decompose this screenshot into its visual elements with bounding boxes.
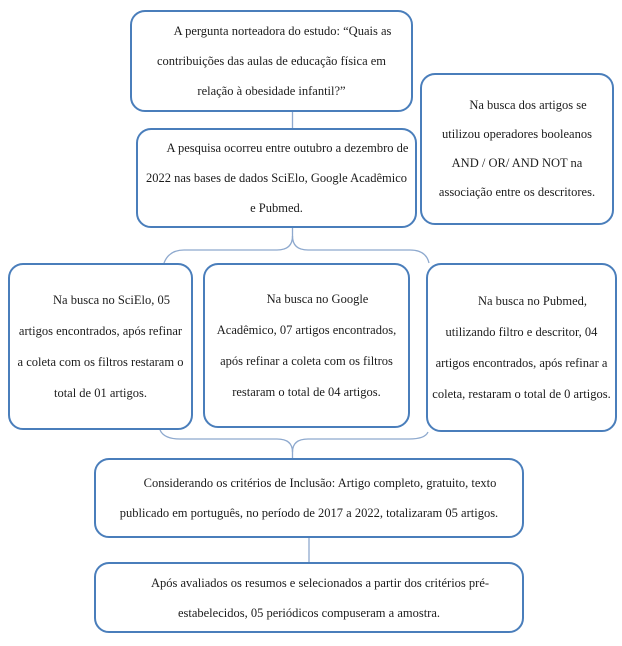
edge-period-pubmed [291, 235, 430, 264]
node-final-sample: Após avaliados os resumos e selecionados… [94, 562, 524, 633]
edge-period-scielo [163, 228, 294, 264]
edge-pubmed-inclusion [291, 431, 429, 453]
node-pubmed-results-text: Na busca no Pubmed, utilizando filtro e … [432, 293, 611, 401]
node-scielo-results-text: Na busca no SciElo, 05 artigos encontrad… [17, 292, 184, 400]
node-pubmed-results: Na busca no Pubmed, utilizando filtro e … [426, 263, 617, 432]
node-inclusion-criteria-text: Considerando os critérios de Inclusão: A… [119, 476, 499, 520]
node-final-sample-text: Após avaliados os resumos e selecionados… [150, 575, 490, 620]
node-research-question: A pergunta norteadora do estudo: “Quais … [130, 10, 413, 112]
node-inclusion-criteria: Considerando os critérios de Inclusão: A… [94, 458, 524, 538]
node-google-scholar-results: Na busca no Google Acadêmico, 07 artigos… [203, 263, 410, 428]
node-research-question-text: A pergunta norteadora do estudo: “Quais … [156, 24, 392, 98]
edge-scielo-inclusion [159, 429, 294, 458]
node-search-period-text: A pesquisa ocorreu entre outubro a dezem… [145, 141, 409, 215]
node-boolean-operators: Na busca dos artigos se utilizou operado… [420, 73, 614, 225]
node-scielo-results: Na busca no SciElo, 05 artigos encontrad… [8, 263, 193, 430]
node-search-period: A pesquisa ocorreu entre outubro a dezem… [136, 128, 417, 228]
node-google-scholar-results-text: Na busca no Google Acadêmico, 07 artigos… [216, 291, 397, 399]
node-boolean-operators-text: Na busca dos artigos se utilizou operado… [438, 98, 596, 199]
